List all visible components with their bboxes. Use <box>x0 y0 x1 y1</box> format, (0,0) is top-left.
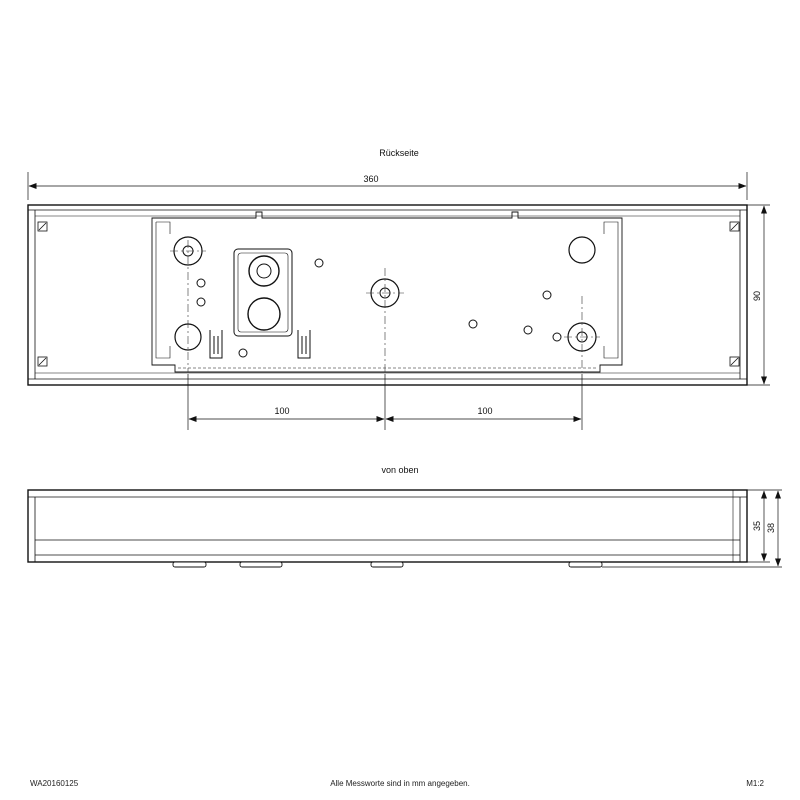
overall-width-label: 360 <box>363 174 378 184</box>
top-view-title: von oben <box>381 465 418 475</box>
depth-outer-label: 38 <box>766 523 776 533</box>
center-lines <box>170 240 600 372</box>
small-holes <box>196 258 562 358</box>
top-view-feet <box>172 561 603 568</box>
back-view-title: Rückseite <box>379 148 419 158</box>
height-dimension <box>747 204 770 386</box>
mounting-plate <box>151 211 623 373</box>
corner-screws <box>37 221 740 367</box>
spacing-dimension <box>187 374 583 430</box>
depth-dimension <box>602 489 782 568</box>
scale-label: M1:2 <box>746 779 764 788</box>
units-note: Alle Messworte sind in mm angegeben. <box>330 779 470 788</box>
spacing-right-label: 100 <box>477 406 492 416</box>
overall-width-dimension <box>27 172 748 200</box>
cable-entry-box <box>233 248 293 337</box>
height-label: 90 <box>752 291 762 301</box>
back-housing <box>27 204 748 386</box>
top-housing <box>27 489 748 563</box>
spacing-left-label: 100 <box>274 406 289 416</box>
drawing-number: WA20160125 <box>30 779 79 788</box>
depth-inner-label: 35 <box>752 521 762 531</box>
cable-clips <box>209 330 311 359</box>
